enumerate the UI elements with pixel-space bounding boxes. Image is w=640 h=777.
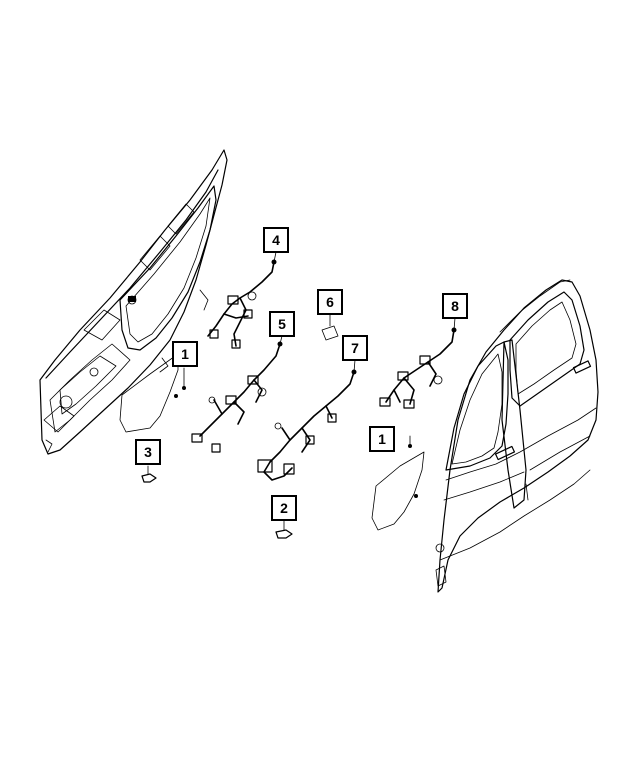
callout-4-label: 4: [272, 232, 280, 248]
callout-3-label: 3: [144, 444, 152, 460]
wiring-harness-7: [257, 369, 357, 481]
callout-6-label: 6: [326, 294, 334, 310]
wiring-harness-5: [191, 341, 283, 453]
adhesive-pad-6: [321, 325, 339, 341]
callout-5-label: 5: [278, 316, 286, 332]
callout-1-rear: 1: [369, 426, 395, 452]
rear-door-shell: [435, 279, 599, 593]
wiring-harness-8: [379, 327, 457, 409]
callout-1-rear-label: 1: [378, 431, 386, 447]
callout-2-label: 2: [280, 500, 288, 516]
callout-3: 3: [135, 439, 161, 465]
rear-door-clip: [275, 519, 293, 539]
callout-7: 7: [342, 335, 368, 361]
callout-4: 4: [263, 227, 289, 253]
wiring-harness-4: [207, 259, 277, 349]
rear-door-glass: [371, 444, 425, 531]
front-door-glass: [119, 353, 186, 433]
callout-5: 5: [269, 311, 295, 337]
front-door-shell: [39, 149, 228, 455]
callout-8: 8: [442, 293, 468, 319]
front-door-clip: [141, 465, 157, 483]
callout-2: 2: [271, 495, 297, 521]
callout-1-front: 1: [172, 341, 198, 367]
callout-1-front-label: 1: [181, 346, 189, 362]
callout-6: 6: [317, 289, 343, 315]
callout-7-label: 7: [351, 340, 359, 356]
callout-8-label: 8: [451, 298, 459, 314]
